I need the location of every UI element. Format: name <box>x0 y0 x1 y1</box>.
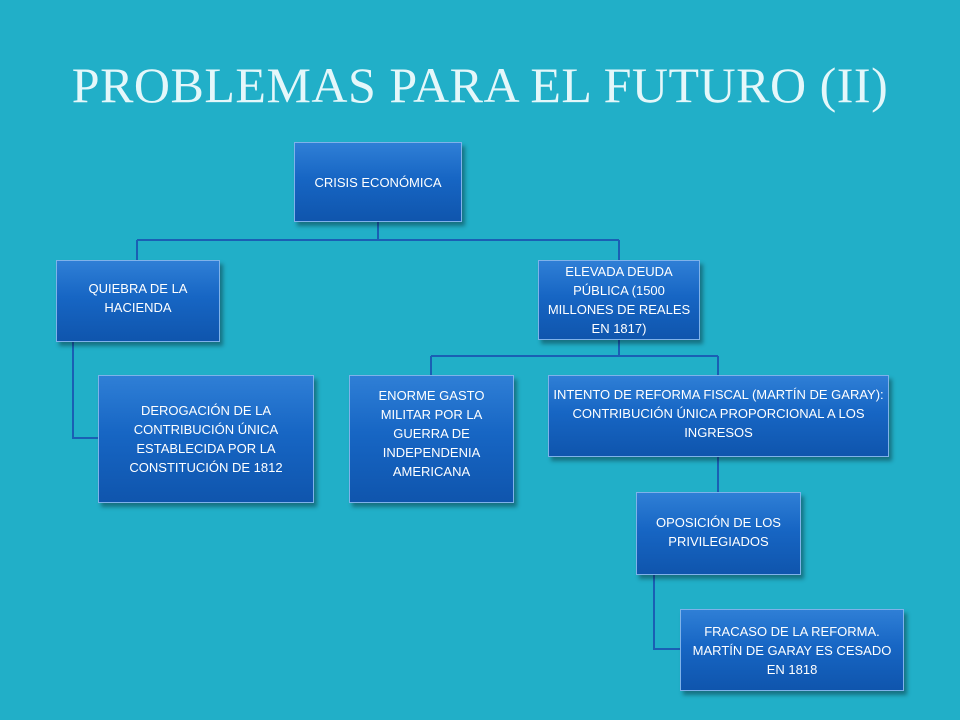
node-oposicion-privilegiados-label: OPOSICIÓN DE LOS PRIVILEGIADOS <box>656 515 781 549</box>
node-derogacion: DEROGACIÓN DE LA CONTRIBUCIÓN ÚNICA ESTA… <box>98 375 314 503</box>
node-reforma-fiscal: INTENTO DE REFORMA FISCAL (MARTÍN DE GAR… <box>548 375 889 457</box>
node-oposicion-privilegiados: OPOSICIÓN DE LOS PRIVILEGIADOS <box>636 492 801 575</box>
connector-oposicion-fracaso <box>653 575 680 650</box>
node-crisis-economica-label: CRISIS ECONÓMICA <box>314 174 442 190</box>
node-fracaso-reforma: FRACASO DE LA REFORMA. MARTÍN DE GARAY E… <box>680 609 904 691</box>
node-quiebra-hacienda-label: QUIEBRA DE LA HACIENDA <box>88 281 188 315</box>
connector-crisis-branches <box>136 222 620 260</box>
node-fracaso-reforma-label: FRACASO DE LA REFORMA. MARTÍN DE GARAY E… <box>692 623 892 677</box>
node-deuda-publica: ELEVADA DEUDA PÚBLICA (1500 MILLONES DE … <box>538 260 700 340</box>
slide-title: PROBLEMAS PARA EL FUTURO (II) <box>71 57 889 113</box>
node-reforma-fiscal-label: INTENTO DE REFORMA FISCAL (MARTÍN DE GAR… <box>553 387 884 440</box>
node-deuda-publica-label: ELEVADA DEUDA PÚBLICA (1500 MILLONES DE … <box>547 264 691 336</box>
connector-deuda-branches <box>430 340 719 375</box>
node-derogacion-label: DEROGACIÓN DE LA CONTRIBUCIÓN ÚNICA ESTA… <box>129 403 283 475</box>
node-gasto-militar: ENORME GASTO MILITAR POR LA GUERRA DE IN… <box>349 375 514 503</box>
node-quiebra-hacienda: QUIEBRA DE LA HACIENDA <box>56 260 220 342</box>
node-gasto-militar-label: ENORME GASTO MILITAR POR LA GUERRA DE IN… <box>378 388 485 479</box>
node-crisis-economica: CRISIS ECONÓMICA <box>294 142 462 222</box>
connector-quiebra-derogacion <box>72 342 98 439</box>
